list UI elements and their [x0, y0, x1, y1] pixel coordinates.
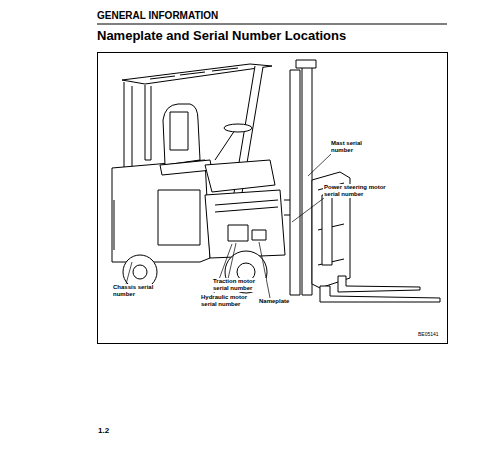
- seat: [160, 160, 212, 175]
- leader-line: [228, 243, 236, 279]
- counterweight: [112, 160, 210, 262]
- mast-top: [296, 60, 316, 68]
- part-label: Mast serial number: [330, 140, 378, 154]
- mast-rail: [302, 62, 312, 295]
- part-label: Traction motor serial number: [212, 278, 266, 292]
- leader-lines: [126, 154, 331, 298]
- nameplate-plate: [252, 230, 266, 240]
- leader-line: [308, 154, 331, 176]
- mast-rail: [290, 70, 300, 295]
- leader-line: [292, 198, 324, 222]
- part-label: Power steering motor serial number: [323, 184, 389, 198]
- overhead-guard: [122, 64, 272, 84]
- seat-back: [163, 104, 200, 165]
- section-header: GENERAL INFORMATION: [97, 10, 397, 22]
- forklift: [112, 60, 440, 302]
- battery-compartment: [205, 190, 285, 258]
- header-rule: [97, 23, 447, 24]
- floor-plate: [205, 160, 275, 192]
- part-label: Hydraulic motor serial number: [200, 294, 258, 308]
- rear-post: [145, 85, 151, 160]
- part-label: Chassis serial number: [112, 284, 160, 298]
- leader-line: [126, 262, 132, 284]
- rear-post: [124, 82, 132, 168]
- figure-code: BE05141: [418, 332, 446, 338]
- page-title: Nameplate and Serial Number Locations: [97, 29, 447, 44]
- motor-housing: [228, 225, 248, 241]
- part-label: Nameplate: [258, 298, 304, 305]
- fork: [338, 276, 420, 292]
- battery-door: [158, 190, 200, 245]
- page-number: 1.2: [98, 426, 128, 435]
- figure-frame: [98, 53, 448, 344]
- steering-wheel: [224, 124, 252, 132]
